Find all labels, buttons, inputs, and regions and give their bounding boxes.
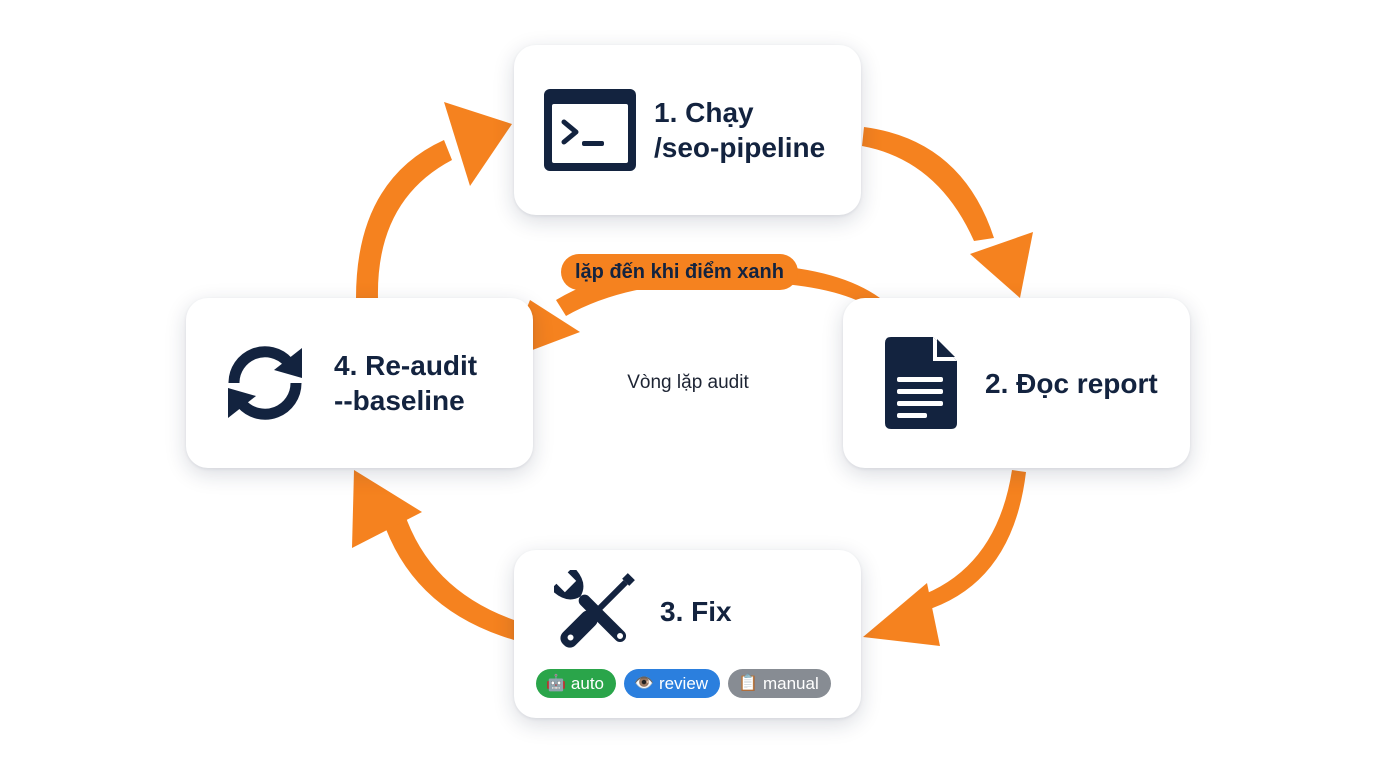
step-fix-title: 3. Fix xyxy=(660,596,732,627)
step-reaudit-card: 4. Re-audit --baseline xyxy=(186,298,533,468)
step-reaudit-label: 4. Re-audit --baseline xyxy=(334,348,477,418)
step-fix-card: 3. Fix 🤖 auto 👁️ review 📋 manual xyxy=(514,550,861,718)
arrowhead-run-to-read xyxy=(970,232,1033,298)
terminal-icon xyxy=(544,89,636,171)
step-read-card: 2. Đọc report xyxy=(843,298,1190,468)
arrowhead-read-to-fix xyxy=(863,583,940,646)
clipboard-icon: 📋 xyxy=(738,674,758,692)
tag-manual-label: manual xyxy=(762,674,819,693)
tag-review-label: review xyxy=(658,674,709,693)
step-fix-label: 3. Fix xyxy=(660,594,732,629)
fix-mode-tags: 🤖 auto 👁️ review 📋 manual xyxy=(536,669,831,698)
arrow-run-to-read xyxy=(862,127,994,241)
tag-manual: 📋 manual xyxy=(728,669,831,698)
arrowhead-fix-to-reaudit xyxy=(352,470,422,548)
wrench-screwdriver-icon xyxy=(554,570,635,648)
document-icon xyxy=(885,337,957,429)
step-run-label: 1. Chạy /seo-pipeline xyxy=(654,95,825,165)
step-reaudit-flag: --baseline xyxy=(334,385,465,416)
step-run-card: 1. Chạy /seo-pipeline xyxy=(514,45,861,215)
arrow-fix-to-reaudit xyxy=(382,512,514,640)
step-run-title: 1. Chạy xyxy=(654,97,754,128)
eye-icon: 👁️ xyxy=(634,674,654,692)
tag-auto: 🤖 auto xyxy=(536,669,617,698)
arrowhead-reaudit-to-run xyxy=(444,102,512,186)
tag-auto-label: auto xyxy=(570,674,605,693)
step-read-title: 2. Đọc report xyxy=(985,367,1158,399)
step-run-command: /seo-pipeline xyxy=(654,132,826,163)
diagram-center-label: Vòng lặp audit xyxy=(627,372,749,393)
refresh-icon xyxy=(228,346,302,420)
loop-condition-label: lặp đến khi điểm xanh xyxy=(561,254,798,290)
robot-icon: 🤖 xyxy=(546,674,566,692)
step-read-label: 2. Đọc report xyxy=(985,366,1158,401)
step-reaudit-title: 4. Re-audit xyxy=(334,350,478,381)
arrow-reaudit-to-run xyxy=(356,140,452,298)
tag-review: 👁️ review xyxy=(624,669,721,698)
